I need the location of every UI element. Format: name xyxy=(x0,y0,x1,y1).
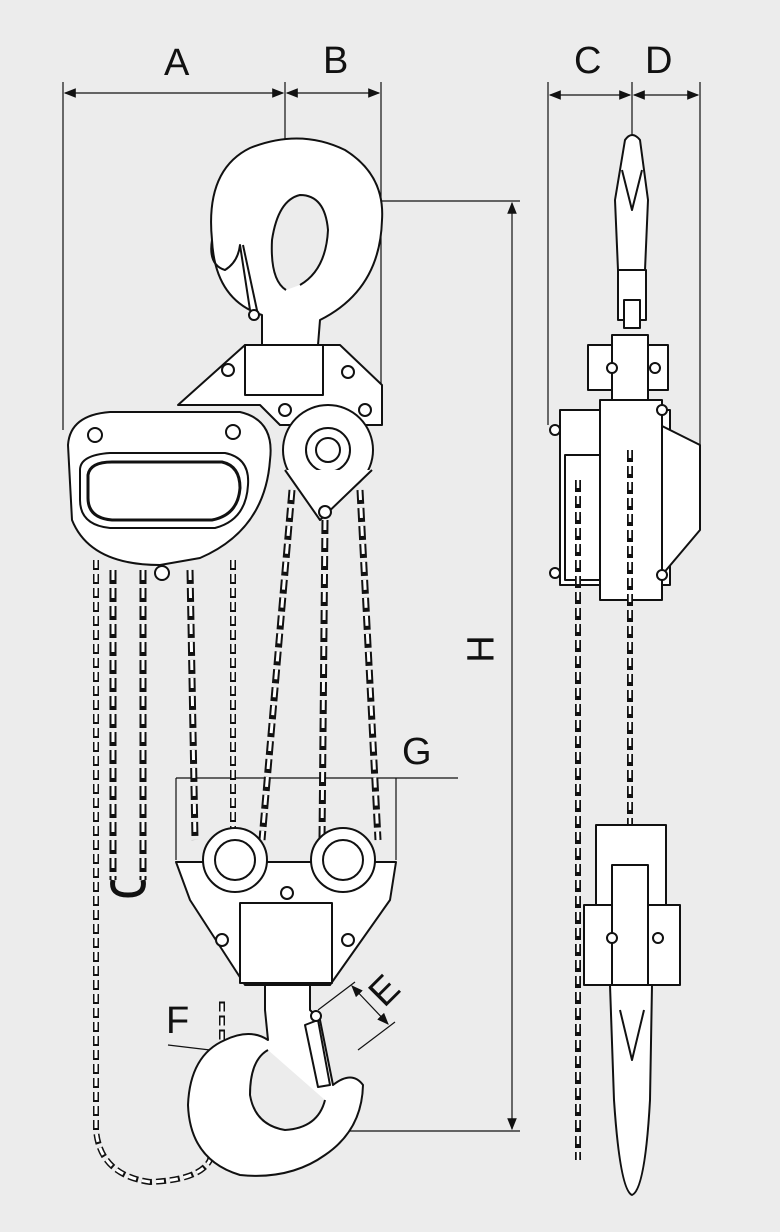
side-top-hook xyxy=(614,134,649,271)
dimension-label-c: C xyxy=(574,40,602,82)
front-view xyxy=(67,137,397,1185)
dimension-label-d: D xyxy=(645,40,673,82)
side-bottom-hook xyxy=(609,984,653,1196)
dimension-label-a: A xyxy=(164,42,190,84)
load-chains xyxy=(109,489,382,898)
dimension-label-h: H xyxy=(460,635,503,663)
dimension-lines xyxy=(62,82,701,1132)
dimension-label-g: G xyxy=(402,731,432,773)
hand-chain xyxy=(93,560,236,1185)
dimension-label-f: F xyxy=(166,1000,190,1042)
dimension-label-b: B xyxy=(323,40,349,82)
side-view xyxy=(549,134,701,1196)
